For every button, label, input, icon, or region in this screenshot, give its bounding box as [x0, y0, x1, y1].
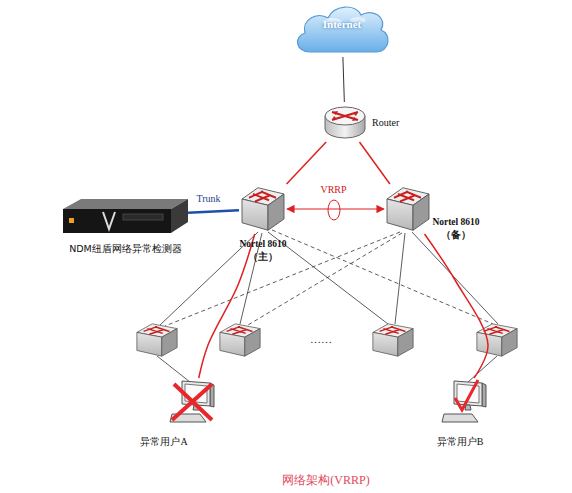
pc-icon: [442, 381, 486, 422]
access-link: [165, 232, 400, 326]
access-switch: [137, 324, 177, 356]
access-link: [272, 230, 493, 324]
access-switch: [220, 324, 260, 356]
node-label: NDM纽盾网络异常检测器: [57, 242, 194, 255]
switch-icon: [387, 188, 429, 231]
access-switch: [373, 324, 413, 356]
link-line: [188, 210, 239, 213]
node-label: Nortel 8610 （主）: [231, 238, 295, 264]
switch-outline: [384, 184, 432, 234]
link-line: [287, 142, 327, 184]
link-line: [359, 142, 389, 184]
pc-outline: [440, 378, 488, 426]
router-icon: Router: [323, 102, 367, 142]
access-link: [395, 233, 405, 324]
pc-icon: [170, 381, 214, 422]
switch-icon: [242, 188, 284, 231]
router-outline: [323, 102, 367, 142]
core-switch: Nortel 8610 （备）: [384, 184, 432, 234]
access-link: [412, 232, 498, 324]
router-icon: [325, 107, 365, 138]
detector-device: NDM纽盾网络异常检测器: [63, 196, 188, 236]
link-label: VRRP: [320, 184, 346, 196]
link-line: [343, 57, 344, 102]
node-label: 异常用户B: [424, 435, 496, 448]
figure-caption: 网络架构(VRRP): [226, 472, 426, 489]
user-link: [157, 356, 190, 382]
node-label: 异常用户A: [128, 435, 200, 448]
pc-outline: [168, 378, 216, 426]
ndm-outline: [63, 196, 188, 236]
node-label: Internet: [292, 18, 392, 31]
link-line: [199, 234, 255, 378]
ndm-icon: [63, 199, 188, 233]
link-line: [425, 234, 488, 378]
switch-outline: [239, 184, 287, 234]
core-switch: Nortel 8610 （主）: [239, 184, 287, 234]
node-label: Nortel 8610 （备）: [425, 216, 487, 242]
internet-cloud: Internet: [292, 2, 392, 57]
user-pc: 异常用户A: [168, 378, 216, 426]
access-links: [157, 230, 498, 382]
user-pc: 异常用户B: [440, 378, 488, 426]
link-label: Trunk: [196, 193, 220, 205]
vrrp-ring: [328, 200, 340, 220]
ellipsis-label: ……: [310, 333, 332, 345]
user-link: [468, 356, 497, 382]
link-line: [287, 208, 384, 209]
node-label: Router: [372, 116, 422, 129]
